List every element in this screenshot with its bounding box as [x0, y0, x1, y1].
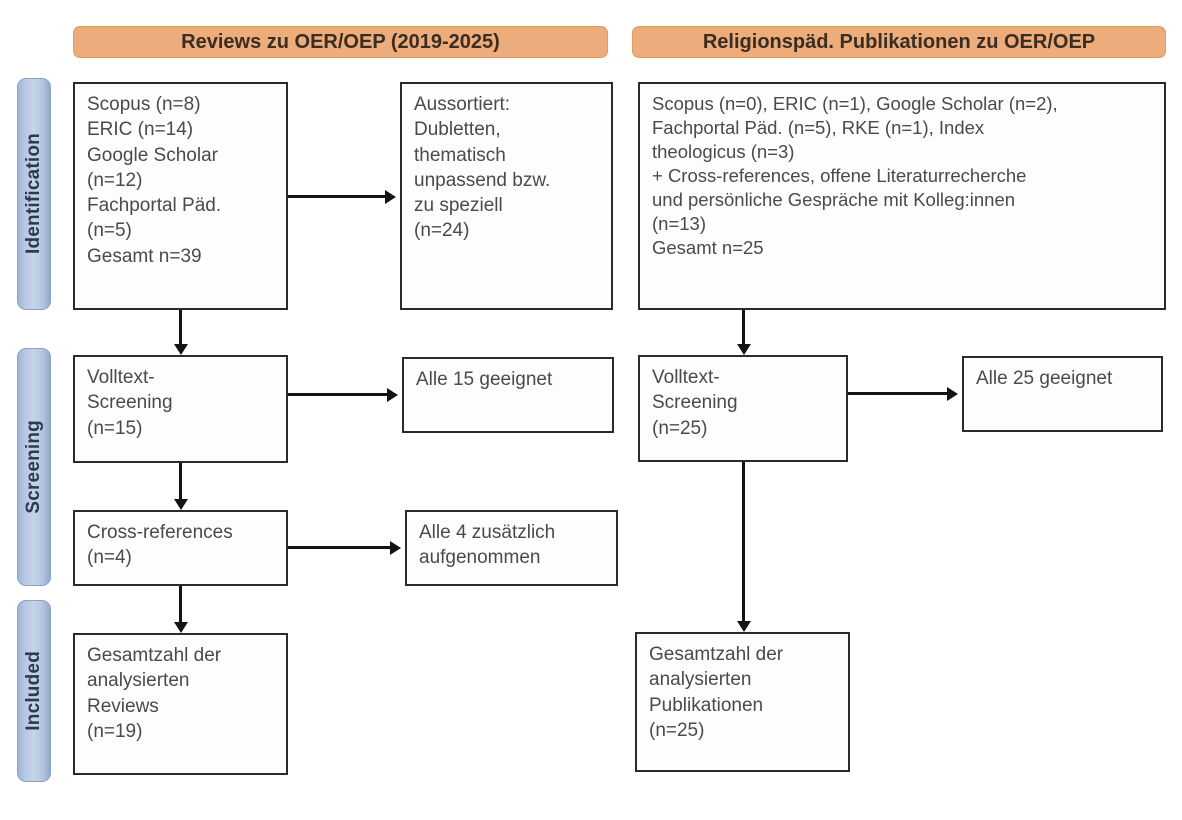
box-right-identification-sources-text: Scopus (n=0), ERIC (n=1), Google Scholar… — [652, 93, 1058, 259]
connector-right-fulltext-to-result — [848, 392, 947, 395]
box-right-included: Gesamtzahl der analysierten Publikatione… — [635, 632, 850, 772]
box-left-excluded: Aussortiert: Dubletten, thematisch unpas… — [400, 82, 613, 310]
box-right-fulltext-screening: Volltext- Screening (n=25) — [638, 355, 848, 462]
phase-label-identification: Identification — [23, 133, 44, 255]
box-left-excluded-text: Aussortiert: Dubletten, thematisch unpas… — [414, 94, 551, 242]
column-banner-reviews: Reviews zu OER/OEP (2019-2025) — [73, 26, 608, 58]
box-left-included: Gesamtzahl der analysierten Reviews (n=1… — [73, 633, 288, 775]
box-left-crossrefs-result-text: Alle 4 zusätzlich aufgenommen — [419, 522, 556, 569]
box-left-identification-sources: Scopus (n=8) ERIC (n=14) Google Scholar … — [73, 82, 288, 310]
box-left-fulltext-screening: Volltext- Screening (n=15) — [73, 355, 288, 463]
connector-right-fulltext-to-included — [742, 462, 745, 621]
box-left-fulltext-result: Alle 15 geeignet — [402, 357, 614, 433]
phase-label-included: Included — [23, 651, 44, 731]
phase-pill-identification: Identification — [17, 78, 51, 310]
box-left-fulltext-result-text: Alle 15 geeignet — [416, 369, 553, 390]
connector-left-fulltext-to-crossrefs — [179, 463, 182, 499]
box-right-identification-sources: Scopus (n=0), ERIC (n=1), Google Scholar… — [638, 82, 1166, 310]
phase-pill-included: Included — [17, 600, 51, 782]
arrowhead-left-crossrefs-to-result — [390, 540, 401, 555]
arrowhead-right-fulltext-to-included — [736, 621, 751, 632]
arrowhead-left-crossrefs-to-included — [173, 622, 188, 633]
phase-pill-screening: Screening — [17, 348, 51, 586]
connector-right-identification-to-fulltext — [742, 310, 745, 344]
connector-left-identification-to-fulltext — [179, 310, 182, 344]
column-banner-publications-label: Religionspäd. Publikationen zu OER/OEP — [702, 30, 1096, 53]
box-right-fulltext-result-text: Alle 25 geeignet — [976, 368, 1113, 389]
arrowhead-right-fulltext-to-result — [947, 386, 958, 401]
connector-left-fulltext-to-result — [288, 393, 387, 396]
arrowhead-left-fulltext-to-result — [387, 387, 398, 402]
box-left-included-text: Gesamtzahl der analysierten Reviews (n=1… — [87, 645, 222, 742]
arrowhead-left-fulltext-to-crossrefs — [173, 499, 188, 510]
box-left-fulltext-screening-text: Volltext- Screening (n=15) — [87, 367, 173, 439]
box-left-crossrefs-result: Alle 4 zusätzlich aufgenommen — [405, 510, 618, 586]
connector-left-crossrefs-to-included — [179, 586, 182, 622]
connector-left-identification-to-excluded — [288, 195, 385, 198]
column-banner-reviews-label: Reviews zu OER/OEP (2019-2025) — [181, 30, 500, 53]
arrowhead-right-identification-to-fulltext — [736, 344, 751, 355]
arrowhead-left-identification-to-excluded — [385, 189, 396, 204]
column-banner-publications: Religionspäd. Publikationen zu OER/OEP — [632, 26, 1166, 58]
box-left-crossrefs-text: Cross-references (n=4) — [87, 522, 233, 569]
box-right-fulltext-result: Alle 25 geeignet — [962, 356, 1163, 432]
phase-label-screening: Screening — [23, 420, 44, 514]
arrowhead-left-identification-to-fulltext — [173, 344, 188, 355]
box-left-identification-sources-text: Scopus (n=8) ERIC (n=14) Google Scholar … — [87, 94, 222, 267]
box-left-crossrefs: Cross-references (n=4) — [73, 510, 288, 586]
box-right-fulltext-screening-text: Volltext- Screening (n=25) — [652, 367, 738, 439]
connector-left-crossrefs-to-result — [288, 546, 390, 549]
box-right-included-text: Gesamtzahl der analysierten Publikatione… — [649, 644, 784, 741]
